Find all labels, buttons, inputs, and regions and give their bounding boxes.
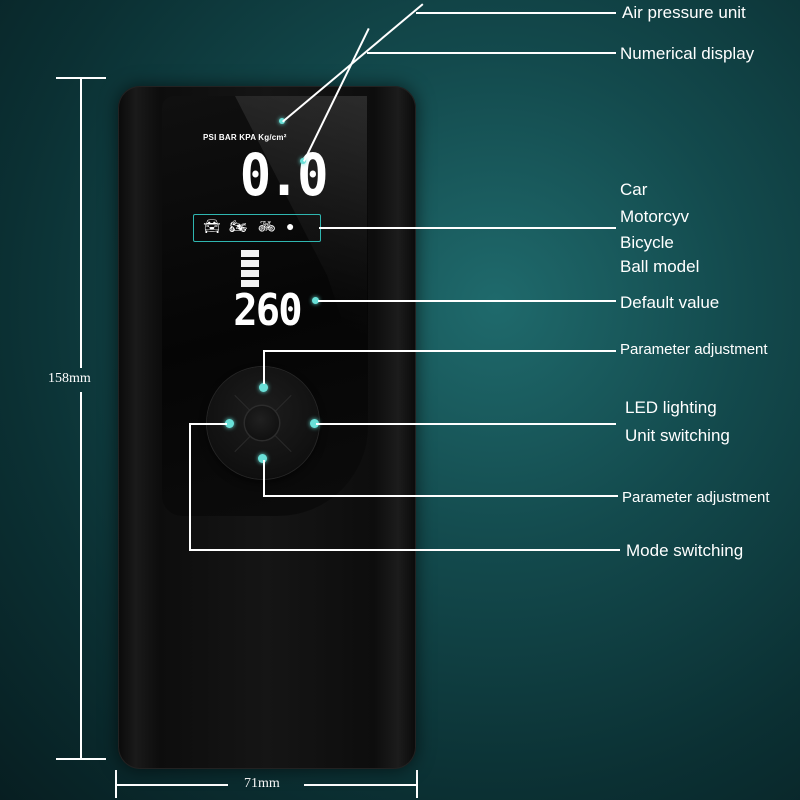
label-parameter-adjustment-up: Parameter adjustment (620, 341, 768, 358)
width-dimension-label: 71mm (244, 776, 280, 791)
label-air-pressure-unit: Air pressure unit (622, 3, 746, 22)
leader-mode-switch-v (189, 423, 191, 550)
motorcycle-icon: 🏍︎ (229, 218, 247, 234)
height-dimension-line (80, 78, 82, 368)
height-dimension-line-lower (80, 392, 82, 759)
leader-mode-switch-h2 (189, 549, 620, 551)
leader-default-value (318, 300, 616, 302)
label-unit-switching: Unit switching (625, 426, 730, 445)
leader-numerical-display-h (367, 52, 616, 54)
ball-icon: ● (286, 218, 295, 234)
width-dimension-line-left (116, 784, 228, 786)
height-dimension-bottom-cap (56, 758, 106, 760)
mode-button[interactable] (225, 419, 234, 428)
leader-param-down-v (263, 460, 265, 496)
leader-led-unit (316, 423, 616, 425)
label-default-value: Default value (620, 293, 720, 312)
level-bar (241, 280, 259, 287)
pressure-reading: 0.0 (239, 141, 329, 209)
level-bar (241, 260, 259, 267)
label-bicycle: Bicycle (620, 233, 674, 252)
label-mode-switching: Mode switching (626, 541, 744, 560)
height-dimension-label: 158mm (48, 371, 91, 386)
level-bar (241, 270, 259, 277)
default-value-reading: 260 (233, 285, 302, 336)
label-car: Car (620, 180, 648, 199)
label-led-lighting: LED lighting (625, 398, 717, 417)
pressure-unit-indicator: PSI BAR KPA Kg/cm² (203, 133, 287, 142)
down-button[interactable] (258, 454, 267, 463)
leader-mode-icons (319, 227, 616, 229)
leader-param-up-v (263, 350, 265, 384)
pressure-level-bars (241, 250, 259, 290)
label-numerical-display: Numerical display (620, 44, 755, 63)
leader-air-pressure-unit-h (416, 12, 616, 14)
up-button[interactable] (259, 383, 268, 392)
power-button[interactable] (245, 406, 279, 440)
width-dimension-right-cap (416, 770, 418, 798)
bicycle-icon: 🚲︎ (258, 218, 276, 234)
leader-param-up-h (263, 350, 616, 352)
car-icon: 🚘︎ (203, 218, 221, 234)
label-motorcycle: Motorcyv (620, 207, 689, 226)
leader-mode-switch-h1 (189, 423, 227, 425)
width-dimension-line-right (304, 784, 416, 786)
level-bar (241, 250, 259, 257)
label-ball-model: Ball model (620, 257, 700, 276)
default-callout-marker (312, 297, 319, 304)
leader-param-down-h (263, 495, 618, 497)
light-unit-button[interactable] (310, 419, 319, 428)
label-parameter-adjustment-down: Parameter adjustment (622, 489, 770, 506)
